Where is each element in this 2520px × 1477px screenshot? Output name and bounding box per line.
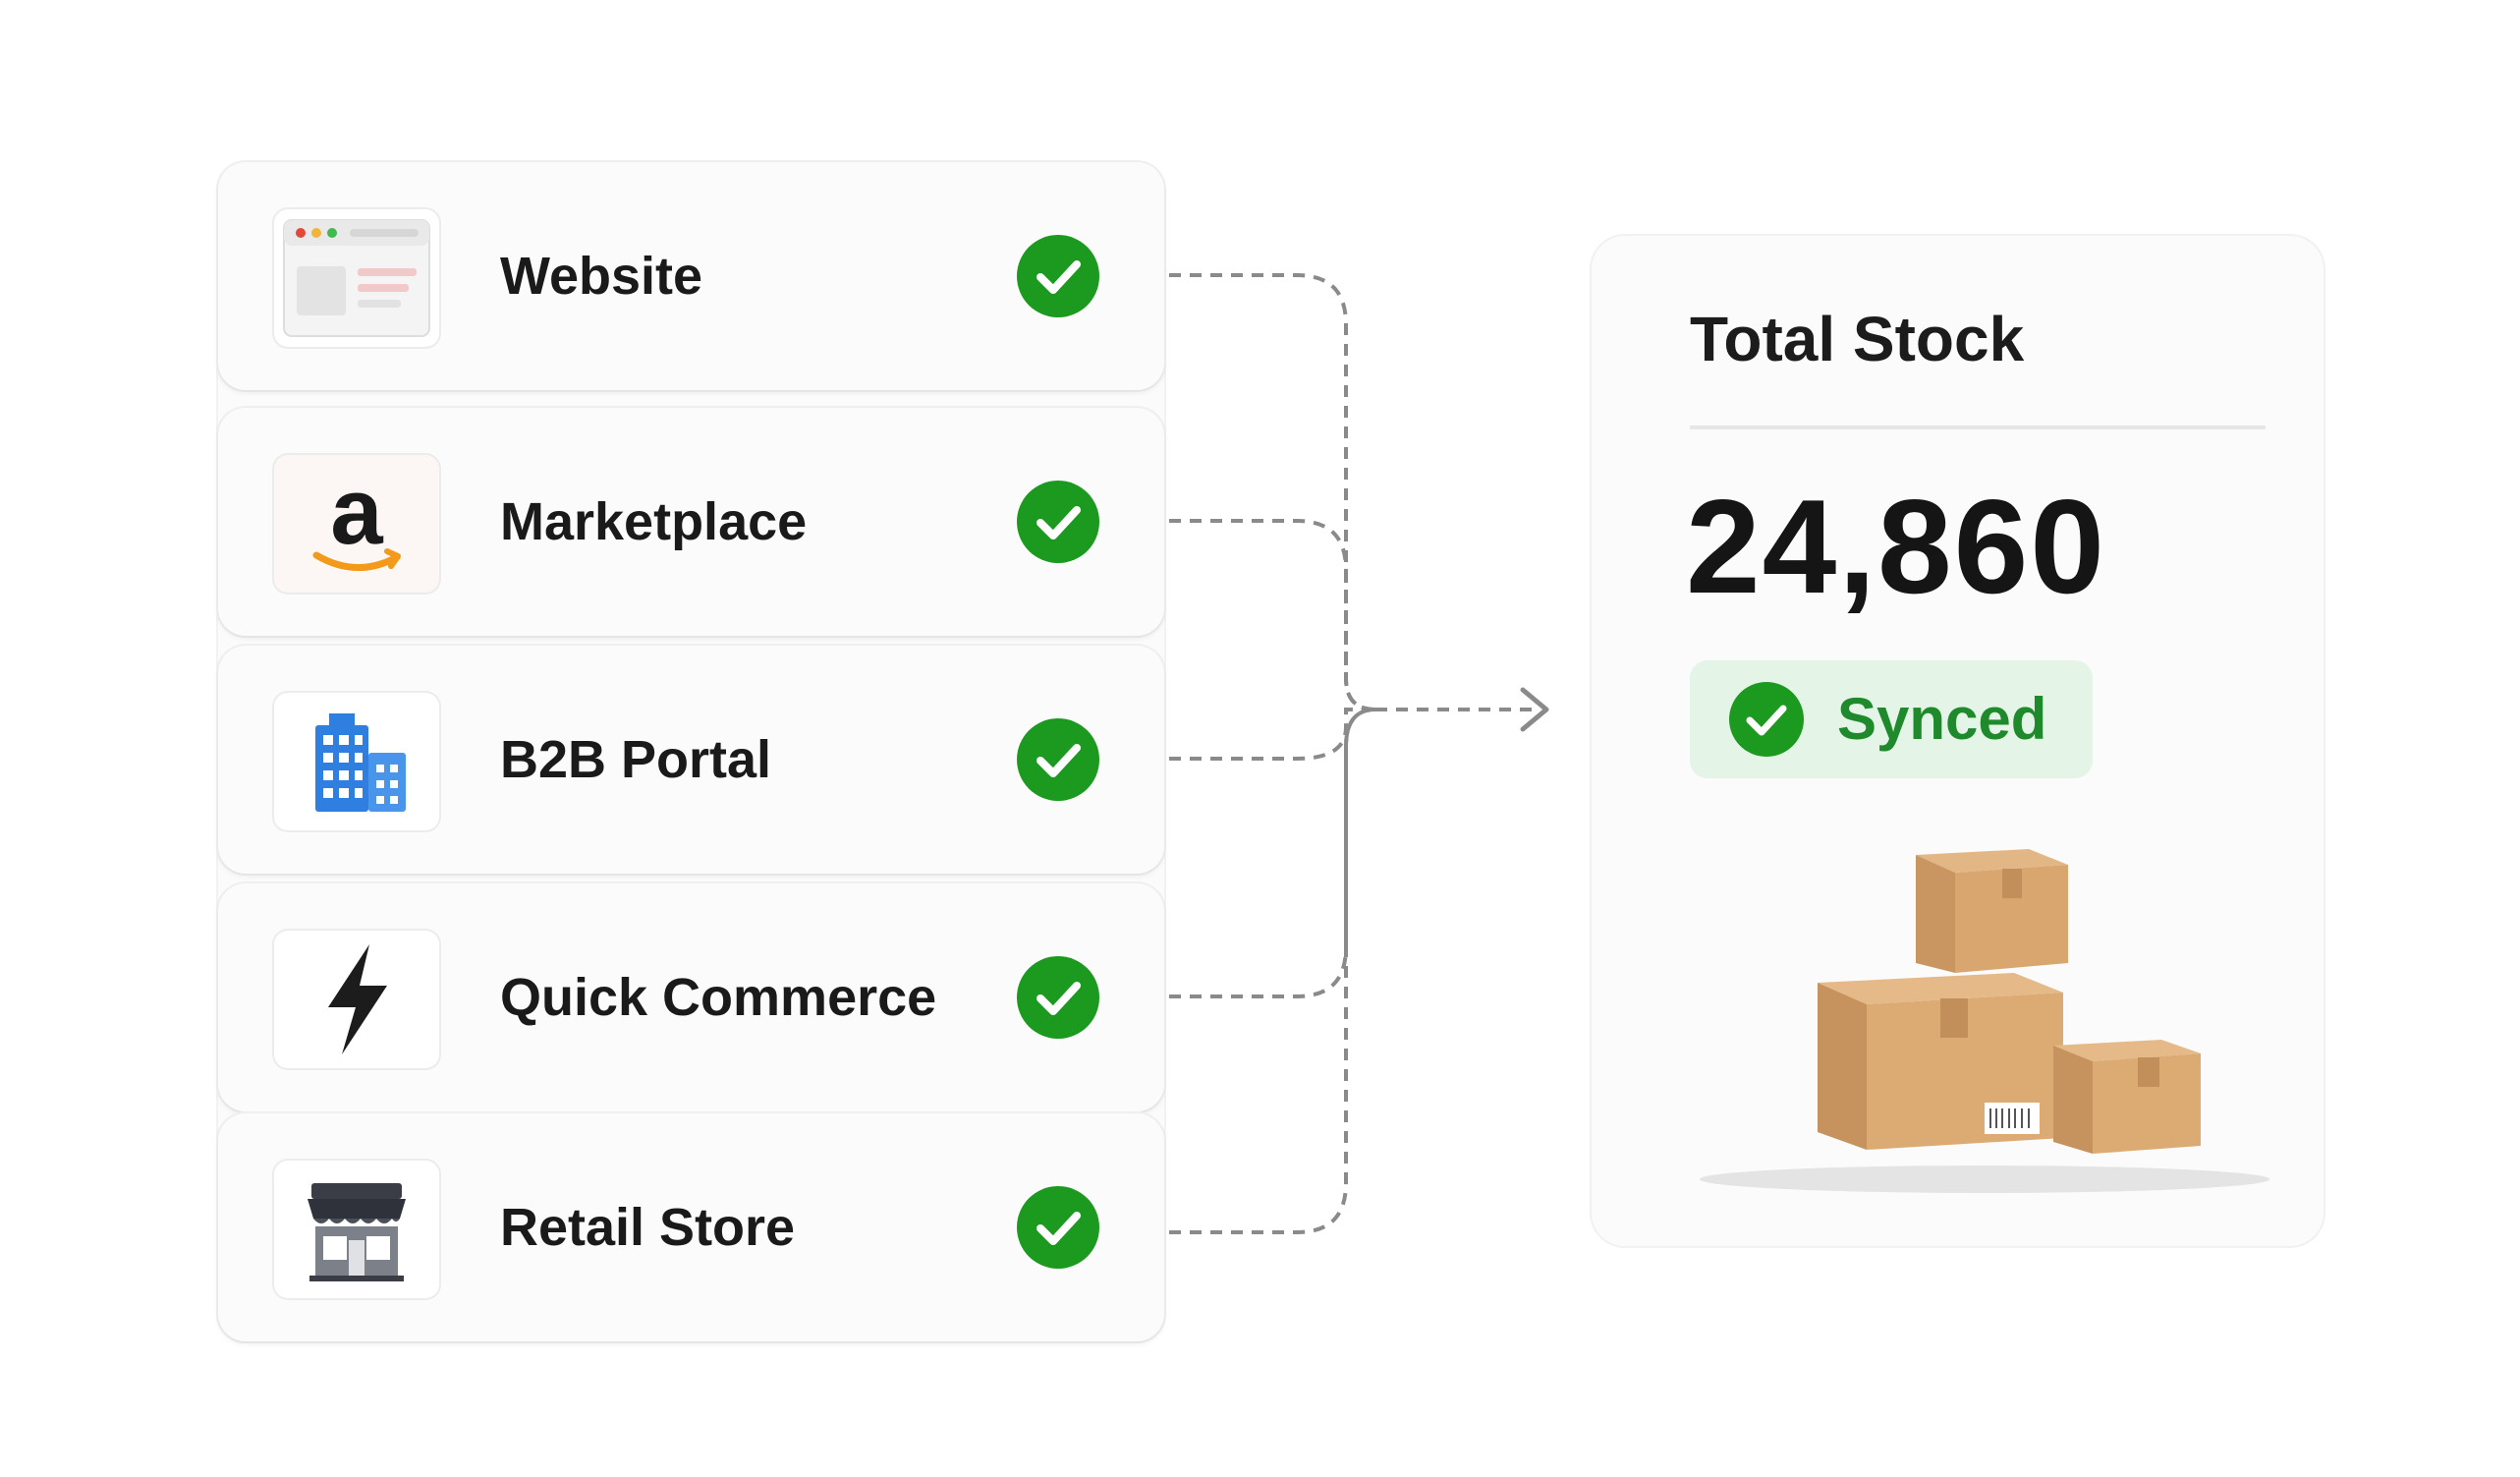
channel-label: Quick Commerce (500, 968, 937, 1027)
channel-list: Website a Marketplace (218, 162, 1164, 1341)
channel-row-b2b-portal: B2B Portal (218, 646, 1164, 874)
browser-window-icon (283, 219, 430, 337)
connector-marketplace (1169, 519, 1376, 711)
stock-value: 24,860 (1686, 472, 2106, 621)
check-icon (1017, 481, 1099, 563)
connector-b2b (1169, 708, 1375, 761)
channel-label: Marketplace (500, 492, 808, 551)
check-icon (1017, 956, 1099, 1039)
total-stock-card: Total Stock 24,860 Synced (1592, 236, 2324, 1246)
connector-website (1169, 273, 1376, 711)
channel-label: Website (500, 247, 703, 306)
connector-retail (1169, 708, 1376, 1234)
check-icon (1017, 718, 1099, 801)
lightning-bolt-icon (328, 944, 387, 1054)
website-tile (274, 209, 439, 347)
channel-row-website: Website (218, 162, 1164, 390)
storefront-icon (308, 1183, 406, 1281)
office-building-icon (315, 713, 406, 812)
retail-tile (274, 1161, 439, 1298)
check-icon (1017, 1186, 1099, 1269)
marketplace-tile: a (274, 455, 439, 593)
arrow-head-icon (1520, 687, 1549, 732)
quick-commerce-tile (274, 931, 439, 1068)
channel-label: Retail Store (500, 1198, 796, 1257)
channel-row-retail-store: Retail Store (218, 1113, 1164, 1341)
divider (1690, 426, 2266, 429)
synced-badge: Synced (1690, 660, 2093, 778)
b2b-tile (274, 693, 439, 830)
synced-label: Synced (1837, 686, 2047, 752)
cardboard-boxes-icon (1700, 849, 2269, 1193)
stock-title: Total Stock (1690, 304, 2025, 374)
svg-text:a: a (330, 465, 383, 564)
channel-row-quick-commerce: Quick Commerce (218, 883, 1164, 1111)
check-icon (1017, 235, 1099, 317)
amazon-logo-icon: a (312, 465, 401, 571)
check-icon (1729, 682, 1804, 757)
channel-label: B2B Portal (500, 730, 772, 789)
channel-row-marketplace: a Marketplace (218, 408, 1164, 636)
